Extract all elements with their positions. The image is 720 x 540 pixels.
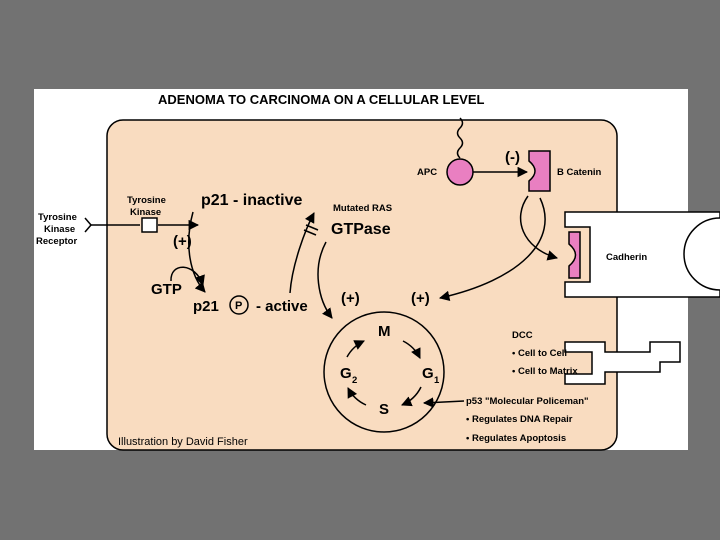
cycle-arrow-s-to-g2 [347,387,367,406]
svg-text:G: G [422,365,434,382]
p53-label: p53 "Molecular Policeman" [466,396,589,407]
dcc-receptor-shape [564,341,681,385]
b-catenin-label: B Catenin [557,167,602,178]
plus-sign-ras: (+) [341,290,360,307]
receptor-y-symbol [84,217,92,233]
gtp-label: GTP [151,281,182,298]
bcatenin-to-cycle-arrow [438,197,546,302]
diagram-title: ADENOMA TO CARCINOMA ON A CELLULAR LEVEL [158,92,484,107]
gtpase-label: GTPase [331,221,391,238]
cell-cycle-circle [323,311,445,433]
cadherin-shape [564,211,720,298]
p53-to-cycle-arrow [422,397,465,408]
cycle-phase-m: M [378,323,391,340]
apc-protein-circle [446,158,474,186]
svg-text:Tyrosine: Tyrosine [38,212,77,223]
apc-stalk [456,117,464,159]
svg-text:Kinase: Kinase [130,207,161,218]
tyrosine-kinase-box [141,217,158,233]
gtpase-block-mark [303,224,319,236]
cycle-arrow-g2-to-m [346,340,365,358]
svg-text:2: 2 [352,375,357,386]
p53-item-dna-repair: • Regulates DNA Repair [466,414,573,425]
svg-text:1: 1 [434,375,440,386]
dcc-item-cell-to-matrix: • Cell to Matrix [512,366,578,377]
gtp-input-arrow [170,266,205,286]
apc-label: APC [417,167,437,178]
inactive-to-active-arrow [188,211,206,293]
dcc-label: DCC [512,330,533,341]
phosphate-circle [229,295,249,315]
cadherin-label: Cadherin [606,252,647,263]
b-catenin-shape [528,150,551,192]
bcatenin-to-cadherin-arrow [519,195,559,261]
cycle-arrow-g1-to-s [401,386,422,407]
illustration-credit: Illustration by David Fisher [118,436,248,448]
active-to-inactive-arrow [289,212,315,294]
p21-inactive-label: p21 - inactive [201,192,302,209]
cycle-phase-g2: G 2 [340,365,357,386]
mutated-ras-label: Mutated RAS [333,203,392,214]
cadherin-catenin-shape [568,231,581,279]
neighbor-cell-arc [683,217,720,291]
ras-to-cycle-arrow [317,241,333,319]
tyrosine-kinase-receptor-label: Tyrosine Kinase Receptor [36,212,77,247]
svg-text:Tyrosine: Tyrosine [127,195,166,206]
p21-active-prefix: p21 [193,298,219,315]
svg-text:Receptor: Receptor [36,236,77,247]
svg-text:G: G [340,365,352,382]
minus-sign: (-) [505,149,520,166]
cycle-phase-g1: G 1 [422,365,440,386]
plus-sign-tyrosine: (+) [173,233,192,250]
p53-item-apoptosis: • Regulates Apoptosis [466,433,566,444]
cycle-arrow-m-to-g1 [402,340,421,359]
plus-sign-bcatenin: (+) [411,290,430,307]
cycle-phase-s: S [379,401,389,418]
dcc-item-cell-to-cell: • Cell to Cell [512,348,567,359]
svg-text:Kinase: Kinase [44,224,75,235]
tyrosine-kinase-label: Tyrosine Kinase [127,195,166,218]
p21-active-suffix: - active [256,298,308,315]
phosphate-label: P [235,300,242,312]
